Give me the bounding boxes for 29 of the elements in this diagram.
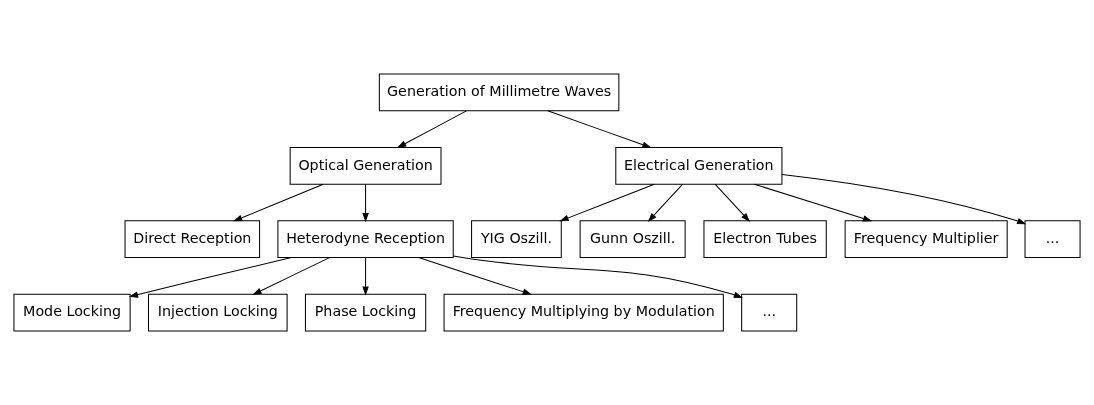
node-box: Generation of Millimetre Waves <box>378 73 620 112</box>
arrow <box>128 257 292 298</box>
node-box: Gunn Oszill. <box>579 220 686 259</box>
arrow <box>397 110 467 148</box>
node-box: Direct Reception <box>124 220 261 259</box>
arrow <box>252 257 330 295</box>
arrow <box>647 183 683 222</box>
node-box: YIG Oszill. <box>471 220 562 259</box>
node-box: Electron Tubes <box>703 220 827 259</box>
arrow <box>547 110 652 148</box>
node-box: Phase Locking <box>304 293 427 332</box>
node-box: Electrical Generation <box>615 146 783 185</box>
node-box: Mode Locking <box>13 293 131 332</box>
node-box: Injection Locking <box>147 293 288 332</box>
arrow <box>559 183 655 222</box>
arrow <box>781 173 1027 225</box>
arrow <box>418 257 532 295</box>
node-box: Frequency Multiplying by Modulation <box>443 293 724 332</box>
arrow <box>714 183 750 222</box>
node-box: Frequency Multiplier <box>844 220 1008 259</box>
arrow <box>233 183 324 222</box>
node-box: Heterodyne Reception <box>277 220 454 259</box>
node-box: Optical Generation <box>289 146 442 185</box>
arrow <box>753 183 873 222</box>
node-box: ... <box>1024 220 1081 259</box>
arrow <box>362 183 369 223</box>
arrow <box>452 255 743 298</box>
arrow <box>362 257 369 296</box>
node-box: ... <box>741 293 798 332</box>
